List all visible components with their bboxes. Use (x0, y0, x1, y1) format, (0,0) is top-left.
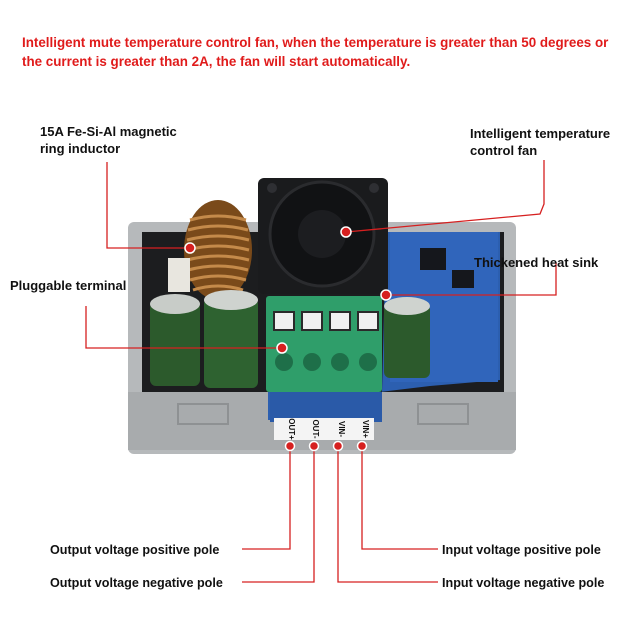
mark-out-pos: OUT+ (287, 418, 296, 440)
mark-out-neg: OUT- (311, 419, 320, 438)
in-neg-label: Input voltage negative pole (442, 576, 605, 590)
housing-slot-right (417, 403, 469, 425)
caption-text: Intelligent mute temperature control fan… (22, 35, 609, 69)
pcb-lip (270, 392, 382, 422)
inductor-label-line2: ring inductor (40, 141, 121, 156)
heat-sink-label: Thickened heat sink (474, 255, 599, 270)
leader-lines (85, 160, 557, 583)
housing-slot-left (177, 403, 229, 425)
terminal-label: Pluggable terminal (10, 278, 127, 293)
fan-label-line1: Intelligent temperature (470, 126, 611, 141)
mark-vin-neg: VIN- (337, 421, 346, 437)
ic-chip-2 (452, 270, 474, 288)
leader-dots (184, 226, 392, 452)
terminal-marks (274, 418, 374, 440)
capacitor-3 (384, 304, 430, 378)
in-pos-label: Input voltage positive pole (442, 543, 601, 557)
inductor (184, 200, 252, 300)
out-neg-label: Output voltage negative pole (50, 576, 223, 590)
inductor-label-line1: 15A Fe-Si-Al magnetic (40, 124, 177, 139)
capacitor-1 (150, 302, 200, 386)
mark-vin-pos: VIN+ (361, 420, 370, 438)
capacitor-2 (204, 298, 258, 388)
out-pos-label: Output voltage positive pole (50, 543, 220, 557)
small-connector (168, 258, 190, 292)
ic-chip (420, 248, 446, 270)
fan-hub (298, 210, 346, 258)
fan-label-line2: control fan (470, 143, 538, 158)
